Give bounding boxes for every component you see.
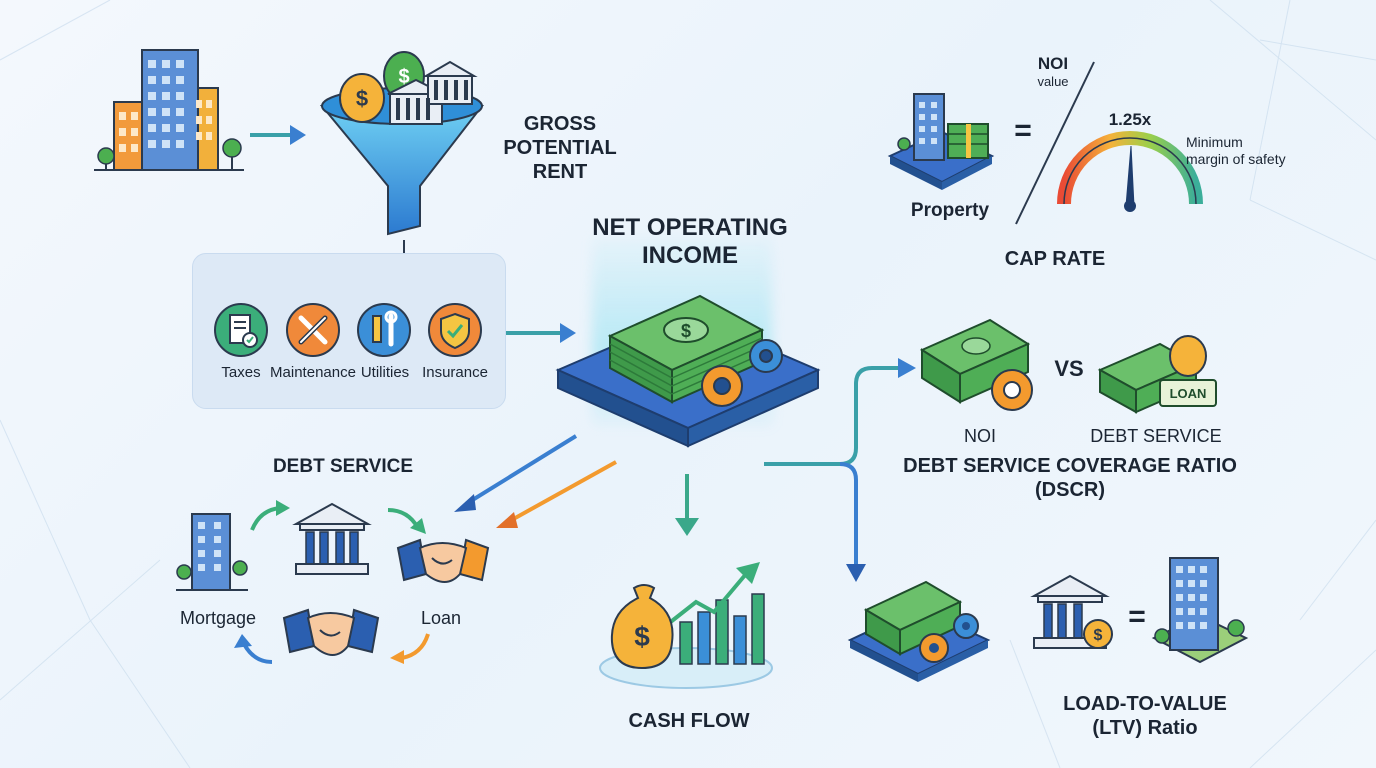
curved-arrow-icon — [390, 633, 430, 664]
curved-arrow-icon — [250, 500, 290, 531]
noi-to-cash-flow-arrow — [675, 474, 699, 536]
property-money-icon — [887, 93, 995, 190]
fraction-slash — [1015, 61, 1095, 225]
city-buildings-icon — [94, 49, 244, 171]
ltv-title: LOAD-TO-VALUE (LTV) Ratio — [1063, 693, 1227, 739]
noi-to-dscr-ltv-connector — [764, 358, 916, 582]
loan-tag-text: LOAN — [1170, 386, 1207, 401]
arrow-right-icon — [506, 323, 576, 343]
document-check-icon — [214, 303, 268, 357]
pencil-wrench-icon — [357, 303, 411, 357]
mortgage-label: Mortgage — [179, 608, 257, 628]
expense-label-maintenance: Maintenance — [270, 364, 356, 381]
dscr-title: DEBT SERVICE COVERAGE RATIO (DSCR) — [903, 455, 1237, 501]
cash-flow-title: CASH FLOW — [628, 710, 750, 732]
curved-arrow-icon — [234, 634, 273, 664]
cap-rate-noi-label: NOI — [1037, 54, 1069, 73]
cap-rate-title: CAP RATE — [1004, 248, 1106, 270]
arrow-right-icon — [250, 125, 306, 145]
dscr-vs: VS — [1054, 356, 1084, 381]
svg-text:$: $ — [681, 321, 691, 341]
handshake-icon — [396, 538, 490, 583]
cap-rate-equals: = — [1014, 114, 1032, 147]
shield-check-icon — [428, 303, 482, 357]
gauge-value: 1.25x — [1108, 110, 1152, 129]
gross-potential-rent-label: GROSS POTENTIAL RENT — [503, 113, 617, 183]
noi-title: NET OPERATING INCOME — [592, 214, 788, 269]
dscr-debt-label: DEBT SERVICE — [1090, 426, 1222, 446]
money-gears-platform-icon — [847, 580, 991, 682]
handshake-icon — [282, 608, 380, 656]
cap-rate-value-label: value — [1037, 74, 1069, 89]
bank-coin-icon: $ — [1030, 574, 1113, 649]
expense-label-insurance: Insurance — [422, 364, 488, 381]
property-label: Property — [910, 200, 990, 221]
money-loan-bag-icon: LOAN — [1097, 335, 1217, 414]
ltv-building-icon — [1151, 557, 1249, 664]
mortgage-building-icon — [176, 513, 248, 591]
dscr-noi-label: NOI — [963, 426, 996, 446]
expense-label-taxes: Taxes — [221, 364, 261, 381]
ltv-equals: = — [1128, 600, 1146, 633]
gauge-icon — [1057, 131, 1203, 212]
expense-label-utilities: Utilities — [360, 364, 410, 381]
cash-flow-chart-icon: $ — [599, 562, 773, 689]
bank-icon — [292, 502, 372, 575]
svg-text:$: $ — [398, 66, 409, 88]
margin-of-safety-label: Minimum margin of safety — [1186, 134, 1286, 167]
debt-service-title: DEBT SERVICE — [272, 456, 414, 477]
svg-text:$: $ — [1094, 627, 1103, 644]
wrench-screwdriver-icon — [286, 303, 340, 357]
money-stack-gear-icon — [919, 318, 1033, 411]
svg-text:$: $ — [356, 86, 368, 111]
loan-label: Loan — [420, 608, 462, 628]
noi-platform-money-icon: $ — [555, 294, 821, 448]
svg-text:$: $ — [634, 621, 650, 652]
noi-to-debt-service-arrows — [454, 434, 617, 528]
funnel-icon: $ $ — [319, 51, 485, 236]
curved-arrow-icon — [387, 508, 426, 534]
